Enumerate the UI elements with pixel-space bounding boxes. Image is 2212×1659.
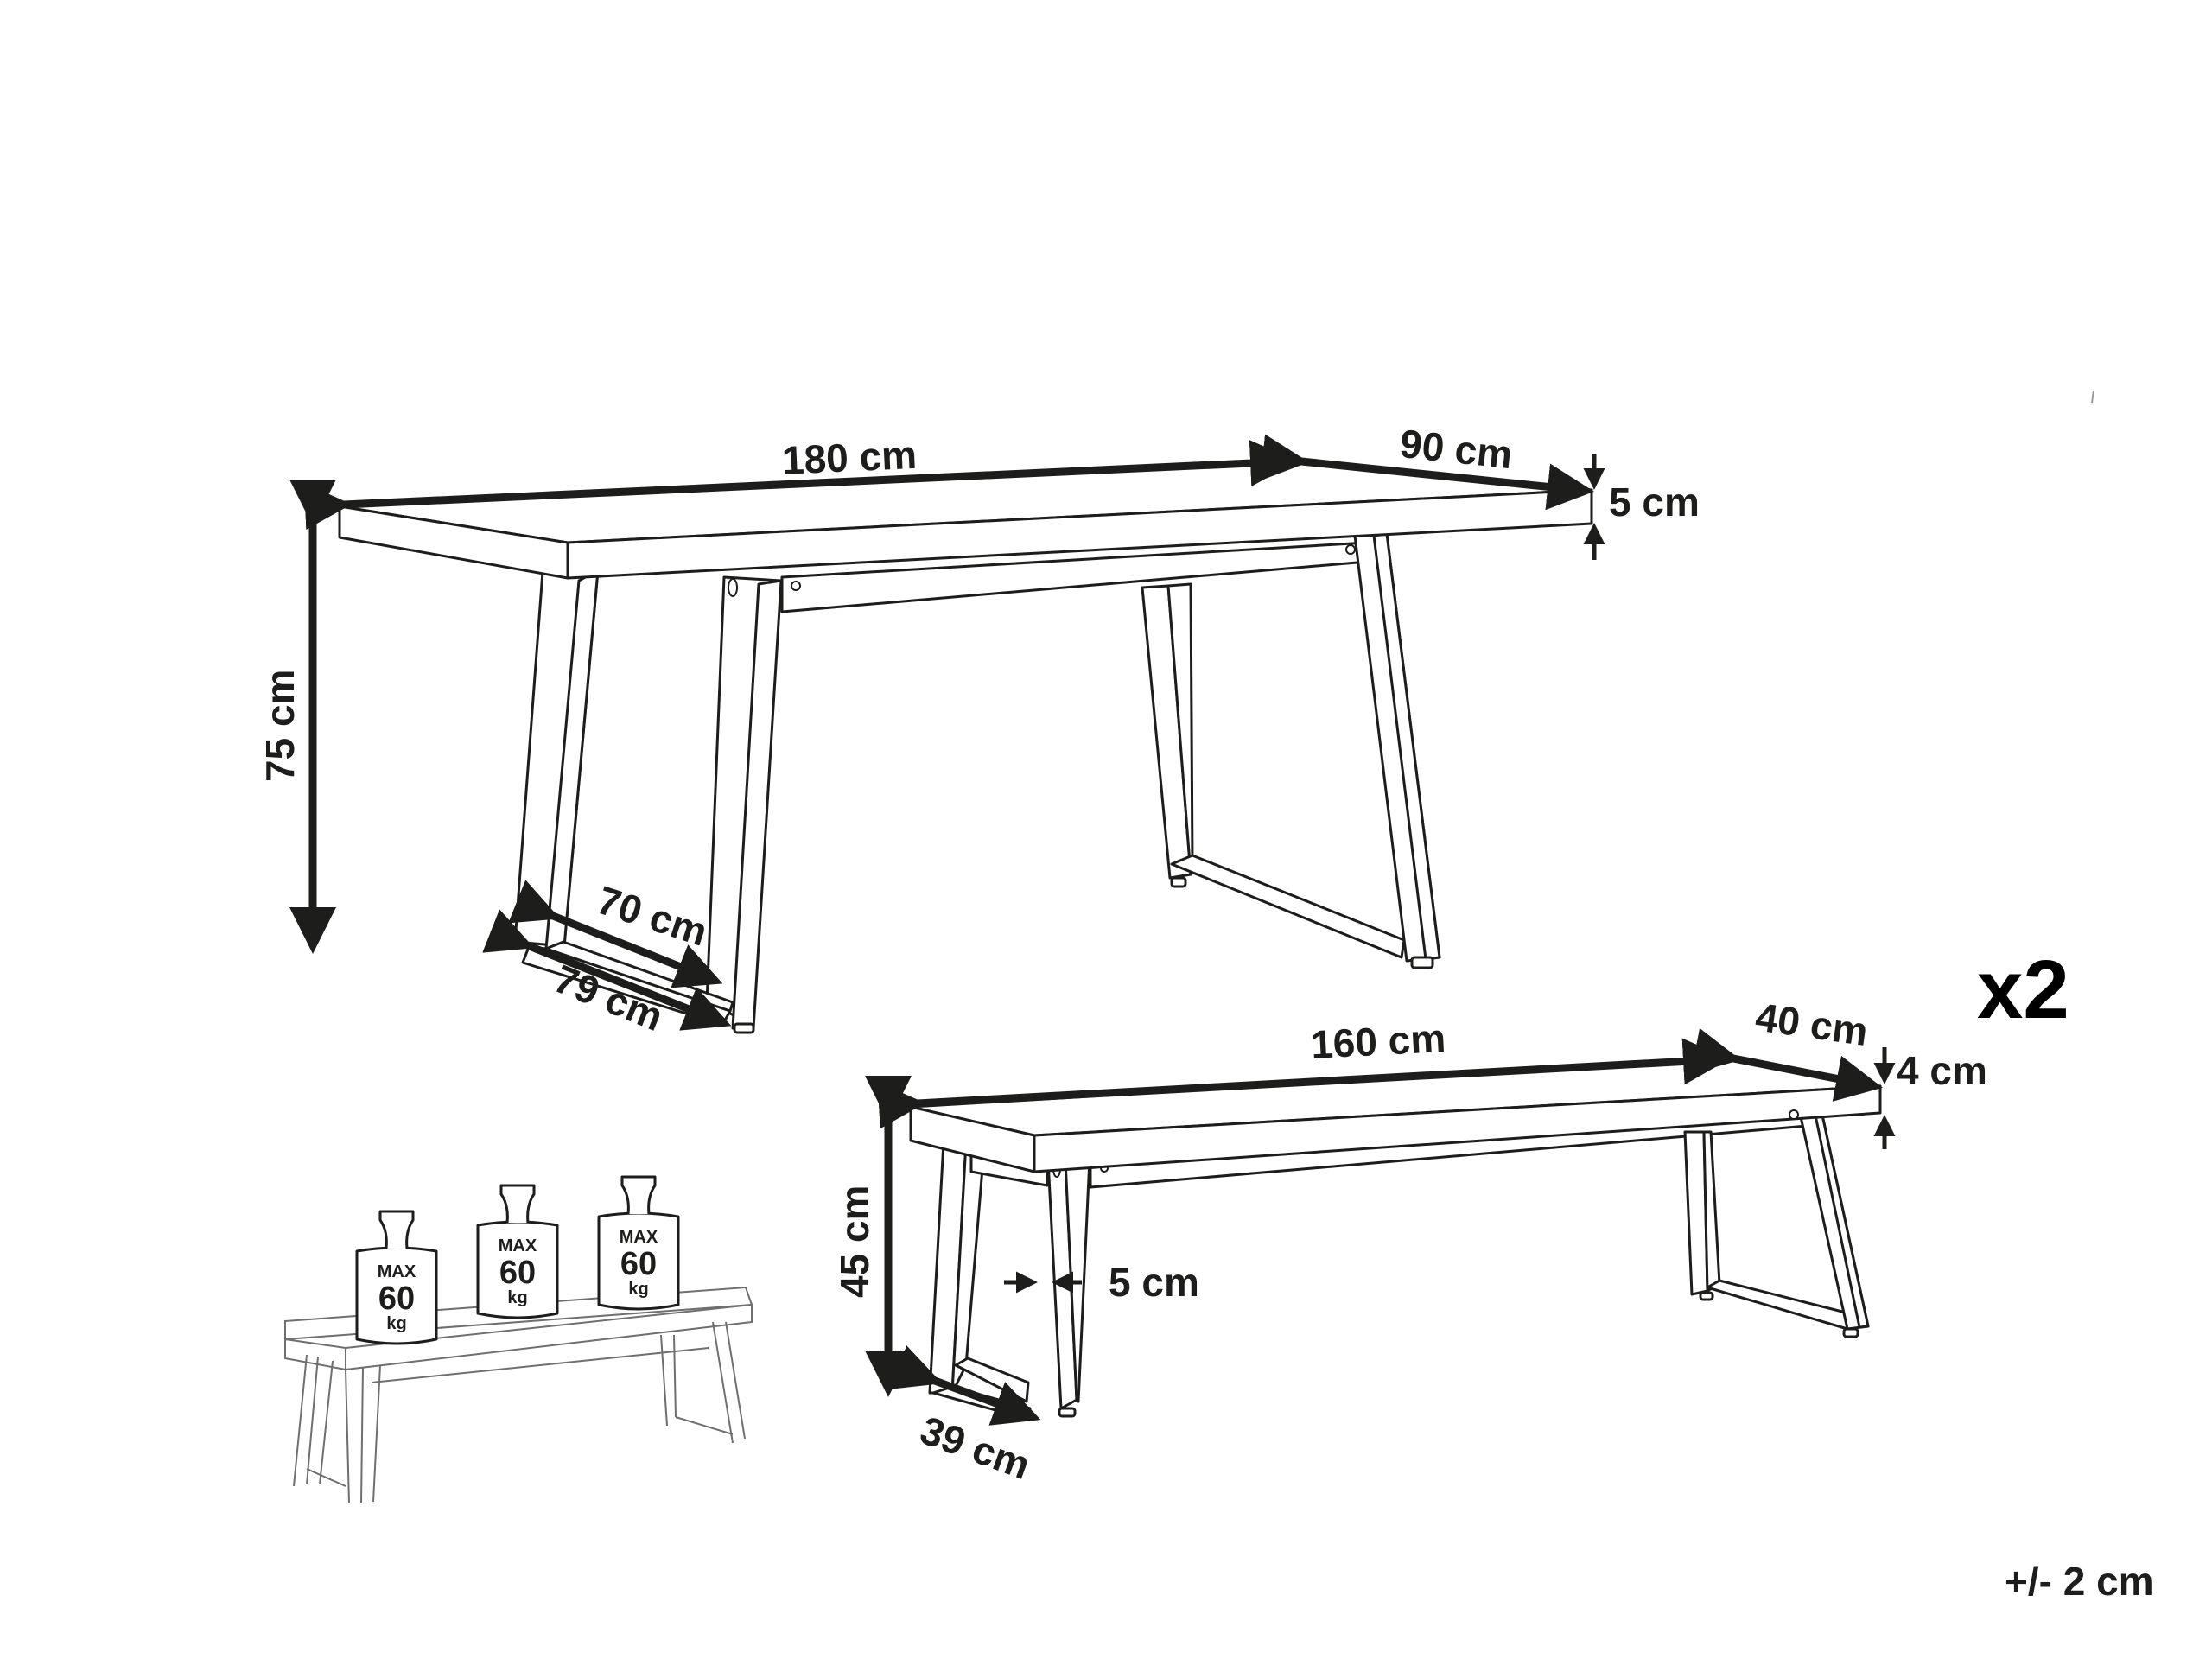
bench-height-label: 45 cm (832, 1185, 877, 1298)
bench-leg-right (1683, 1109, 1870, 1338)
table-thickness-label: 5 cm (1609, 480, 1700, 524)
leg-inner-label: 70 cm (592, 877, 713, 955)
weight-icon-3: MAX 60 kg (597, 1175, 680, 1311)
svg-text:60: 60 (620, 1246, 657, 1282)
svg-text:MAX: MAX (499, 1236, 537, 1255)
bench-thickness-label: 4 cm (1897, 1048, 1987, 1093)
svg-text:kg: kg (507, 1288, 527, 1307)
table-leg-left (513, 569, 783, 1034)
table-length-label: 180 cm (781, 432, 918, 483)
bench-length-label: 160 cm (1310, 1015, 1447, 1067)
svg-text:kg: kg (628, 1280, 648, 1299)
table-width-label: 90 cm (1398, 421, 1515, 477)
svg-text:MAX: MAX (378, 1262, 416, 1281)
bench-drawing: 160 cm 40 cm 4 cm 45 cm 5 cm 39 cm x2 (832, 944, 2069, 1488)
table-drawing: 180 cm 90 cm 5 cm 75 cm 70 cm 79 cm (257, 421, 1700, 1039)
bench-leg-left (928, 1139, 1092, 1421)
load-bench (284, 1286, 753, 1504)
bench-length-dimension-arrow (877, 1038, 1730, 1129)
svg-text:60: 60 (499, 1255, 536, 1291)
weight-icon-1: MAX 60 kg (355, 1210, 438, 1345)
stray-mark (2091, 390, 2094, 404)
weight-icon-2: MAX 60 kg (476, 1184, 559, 1319)
bench-width-dimension-arrow (1690, 1027, 1883, 1102)
leg-outer-dimension-arrow (482, 909, 732, 1031)
bench-leg-depth-label: 39 cm (915, 1408, 1036, 1488)
svg-text:60: 60 (378, 1281, 415, 1317)
svg-text:kg: kg (386, 1314, 406, 1333)
bench-leg-thickness-label: 5 cm (1109, 1260, 1199, 1305)
bench-leg-depth-dimension-arrow (890, 1345, 1041, 1426)
bench-quantity-label: x2 (1977, 944, 2069, 1036)
table-height-label: 75 cm (257, 670, 302, 782)
tolerance-label: +/- 2 cm (2005, 1559, 2154, 1604)
table-leg-right (1141, 532, 1441, 969)
svg-text:MAX: MAX (620, 1228, 658, 1247)
table-length-dimension-arrow (303, 440, 1297, 531)
bench-width-label: 40 cm (1753, 994, 1871, 1054)
table-width-dimension-arrow (1260, 434, 1594, 511)
load-capacity-illustration: MAX 60 kg MAX 60 kg MAX 60 kg (284, 1175, 753, 1504)
